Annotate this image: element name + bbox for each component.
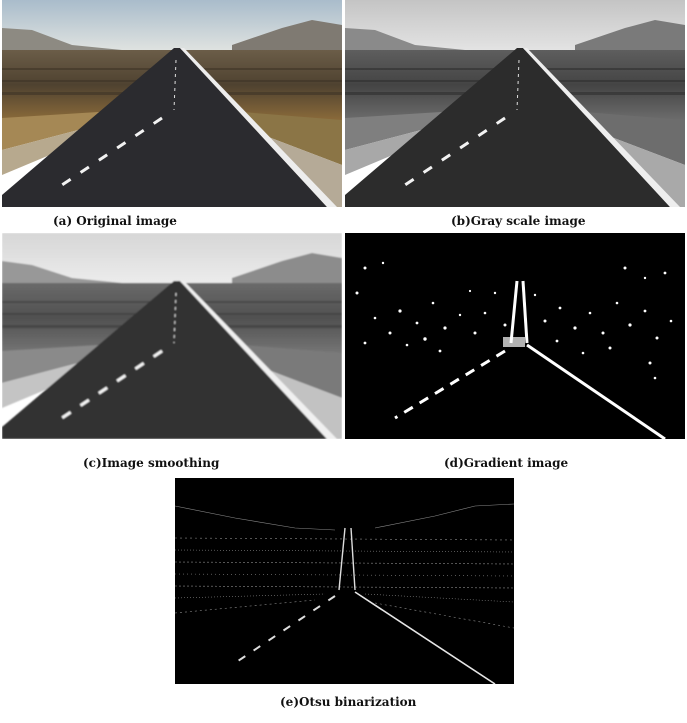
otsu-binarization-image <box>175 478 514 684</box>
gray-scale-image <box>345 0 685 207</box>
caption-otsu-binarization: (e)Otsu binarization <box>280 695 417 709</box>
gradient-image <box>345 233 685 439</box>
caption-original-image: (a) Original image <box>53 214 177 228</box>
caption-image-smoothing: (c)Image smoothing <box>83 456 220 470</box>
original-image <box>2 0 342 207</box>
smoothed-image <box>2 233 342 439</box>
caption-gradient-image: (d)Gradient image <box>444 456 569 470</box>
caption-gray-scale-image: (b)Gray scale image <box>451 214 586 228</box>
